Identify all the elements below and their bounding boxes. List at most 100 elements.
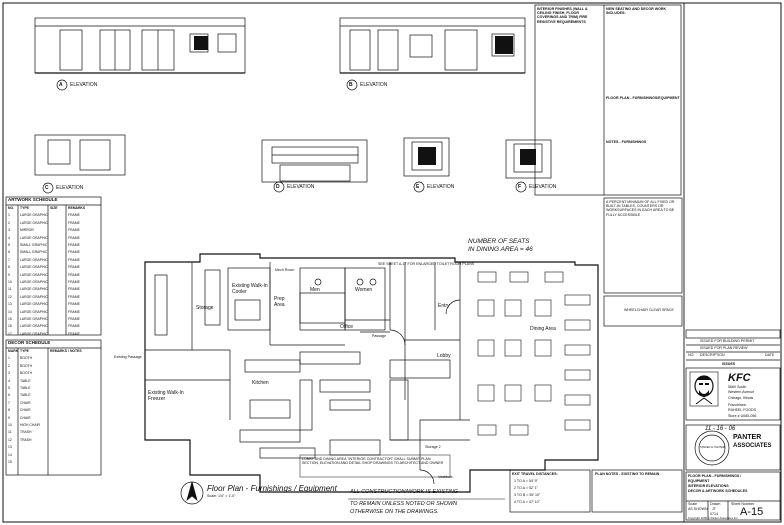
issue-header-date: DATE [765,353,775,357]
schedule-cell: 1 [8,213,10,218]
schedule-cell: LARGE GRAPHIC [20,272,48,277]
schedule-cell: LARGE GRAPHIC [20,331,48,336]
schedule-cell: LARGE GRAPHIC [20,220,48,225]
wheelchair-note: WHEELCHAIR CLEAR SPACE [624,308,674,312]
architect-name-2: ASSOCIATES [733,443,772,449]
elevation-d-letter: D [276,184,280,190]
schedule-header-cell: TYPE [20,206,29,210]
schedule-cell: FRAME [68,272,80,277]
construction-note-line2: TO REMAIN UNLESS NOTED OR SHOWN [350,501,458,507]
room-kitchen: Kitchen [252,380,269,386]
schedule-cell: SMALL GRAPHIC [20,243,48,247]
sheet-title-3: INTERIOR ELEVATIONS [688,484,729,488]
accessibility-note: A PERCENT MINIMUM OF ALL FIXED OR BUILT-… [606,200,675,217]
client-address-2: Western Avenue [728,390,755,394]
schedule-cell: TABLE [20,386,31,390]
schedule-cell: 13 [8,445,12,450]
schedule-cell: LARGE GRAPHIC [20,235,48,240]
schedule-cell: 3 [8,228,10,233]
room-storage: Storage [196,305,214,311]
schedule-cell: 12 [8,294,12,299]
schedule-cell: 6 [8,250,10,255]
schedule-cell: CHAIR [20,415,31,420]
exit-travel-row: 2 TO A = 52' 1" [514,486,538,490]
construction-note-line1: ALL CONSTRUCTION/WORK IS EXISTING [350,489,459,495]
schedule-cell: LARGE GRAPHIC [20,213,48,218]
schedule-cell: FRAME [68,302,80,307]
schedule-cell: 10 [8,423,12,427]
schedule-cell: 5 [8,243,10,247]
schedule-cell: LARGE GRAPHIC [20,257,48,262]
room-walk-in-freezer: Existing Walk-In Freezer [148,390,184,402]
elevation-f-label: ELEVATION [529,184,557,190]
schedule-cell: 14 [8,309,12,314]
schedule-cell: 6 [8,393,10,398]
elevation-f-letter: F [518,184,522,190]
schedule-cell: FRAME [68,235,80,240]
schedule-cell: FRAME [68,294,80,299]
elevation-a-label: ELEVATION [70,82,98,88]
schedule-cell: LARGE GRAPHIC [20,317,48,321]
plan-notes-equipment-title: FLOOR PLAN - FURNISHINGS/EQUIPMENT [606,96,680,100]
seats-note-line1: NUMBER OF SEATS [468,238,530,245]
seats-note-line2: IN DINING AREA = 46 [468,246,533,253]
issue-row: ISSUED FOR PLAN REVIEW [700,346,748,350]
elevation-b-letter: B [349,82,353,88]
architect-seal: STEVEN H. PANTER [700,446,725,449]
schedule-cell: 7 [8,257,10,262]
room-walk-in-cooler: Existing Walk-In Cooler [232,283,268,295]
room-storage-2: Storage 2 [425,445,441,449]
schedule-header-cell: NO. [8,206,15,210]
schedule-cell: 13 [8,302,12,307]
schedule-cell: 14 [8,452,12,457]
room-men: Men [310,287,320,293]
notes-furnishings-title: NOTES - FURNISHINGS [606,140,647,144]
schedule-cell: LARGE GRAPHIC [20,287,48,292]
schedule-cell: CHAIR [20,400,31,405]
issue-header-description: DESCRIPTION [700,353,725,357]
schedule-header-cell: TYPE [20,349,29,353]
sheet-title-4: DECOR & ARTWORK SCHEDULES [688,489,748,493]
room-lobby: Lobby [437,353,451,359]
elevation-c-label: ELEVATION [56,185,84,191]
issue-row: ISSUED FOR BUILDING PERMIT [700,339,755,343]
scale-label: Scale [688,502,697,506]
client-franchisee-label: Franchisee: [728,403,747,407]
room-office: Office [340,324,353,330]
elevation-e-letter: E [416,184,420,190]
schedule-cell: LARGE GRAPHIC [20,324,48,329]
schedule-cell: LARGE GRAPHIC [20,280,48,284]
schedule-cell: 7 [8,400,10,405]
drawn-value: JT [712,507,716,511]
exit-travel-title: EXIT TRAVEL DISTANCES: [512,472,558,476]
schedule-cell: FRAME [68,287,80,292]
elevation-d-label: ELEVATION [287,184,315,190]
schedule-cell: 15 [8,317,12,321]
room-mech: Mech Room [275,268,295,272]
client-franchisee: RAHEEL FOODS [728,408,757,412]
schedule-cell: 15 [8,460,12,464]
schedule-cell: FRAME [68,331,80,336]
schedule-cell: 3 [8,371,10,376]
room-dining-area: Dining Area [530,326,556,332]
schedule-cell: 12 [8,437,12,442]
schedule-cell: FRAME [68,220,80,225]
room-women: Women [355,287,373,293]
schedule-cell: TRASH [20,430,32,435]
client-city: Chicago, Illinois [728,396,754,400]
schedule-cell: LARGE GRAPHIC [20,302,48,307]
schedule-cell: FRAME [68,280,80,284]
schedule-cell: 8 [8,408,10,413]
sheet-number: A-15 [740,506,764,518]
architect-date: 11 - 16 - 06 [705,426,736,432]
plan-notes-existing-title: PLAN NOTES - EXISTING TO REMAIN [595,472,660,476]
see-sheet-note: SEE SHEET A-17 FOR ENLARGED TOILET ROOM … [378,262,475,266]
schedule-cell: 2 [8,220,10,225]
schedule-header-cell: SIZE [50,206,58,210]
copyright: Copyright 2006 © Panter Associates Inc. [688,516,739,520]
elevation-c-letter: C [45,185,49,191]
elevation-a-letter: A [59,82,63,88]
sheet-title-2: EQUIPMENT [688,479,710,483]
issues-label: ISSUES [722,362,736,366]
